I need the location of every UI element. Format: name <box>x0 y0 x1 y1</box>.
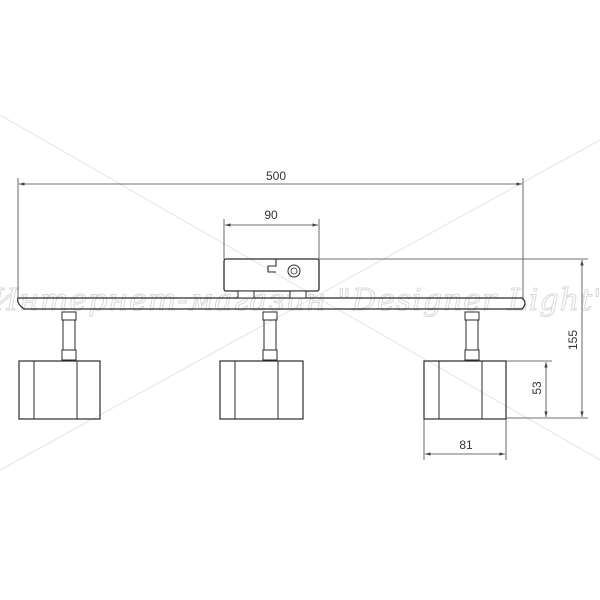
watermark-text: Интернет-магазин "Designer Light" <box>0 283 600 318</box>
dimension-label-shade-height: 53 <box>530 381 544 395</box>
spot-lamp-left <box>18 311 101 420</box>
spot-lamp-center <box>219 311 304 420</box>
mounting-base <box>223 258 320 299</box>
dimension-label-total-height: 155 <box>566 330 580 350</box>
dimension-label-base-width: 90 <box>264 208 278 222</box>
dimension-label-shade-width: 81 <box>459 438 473 452</box>
dimension-total-height: 155 <box>319 258 588 419</box>
dimension-label-total-length: 500 <box>266 169 286 183</box>
dimension-shade-height: 53 <box>506 360 552 417</box>
watermark: Интернет-магазин "Designer Light" <box>0 114 600 471</box>
mounting-bar <box>17 297 526 310</box>
dimension-base-width: 90 <box>223 208 320 259</box>
spot-lamp-right <box>423 311 507 420</box>
dimension-shade-width: 81 <box>423 419 507 460</box>
dimension-total-length: 500 <box>17 169 524 300</box>
